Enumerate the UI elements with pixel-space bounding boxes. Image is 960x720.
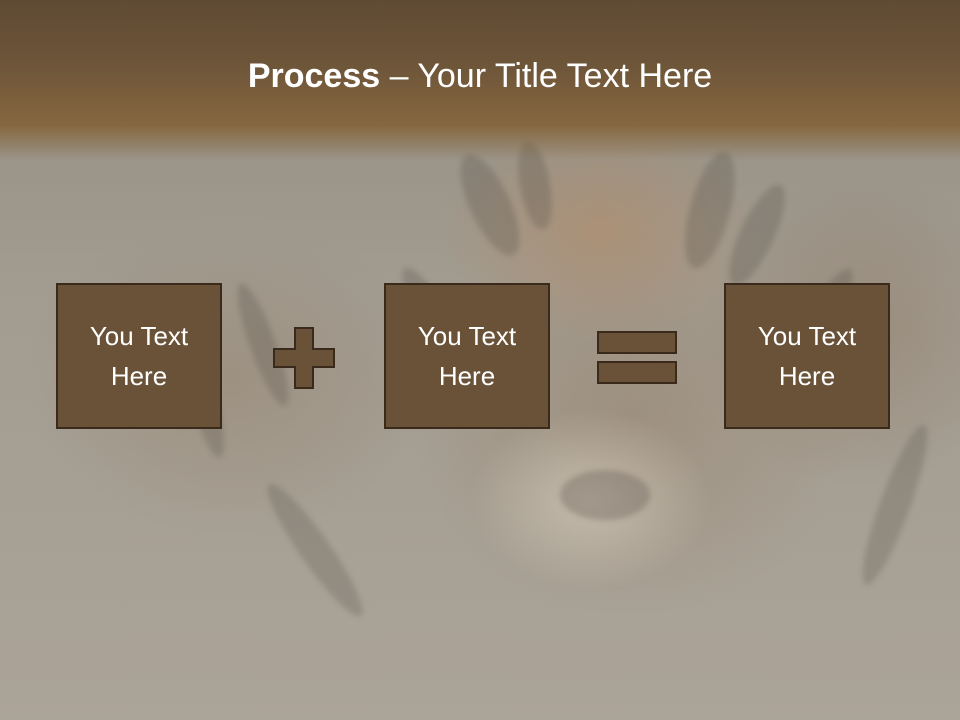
equals-icon — [597, 331, 677, 384]
title-rest: – Your Title Text Here — [380, 57, 713, 95]
process-box-1[interactable]: You Text Here — [56, 283, 222, 429]
process-box-2[interactable]: You Text Here — [384, 283, 550, 429]
process-box-3-text: You Text Here — [757, 321, 857, 391]
process-box-1-text: You Text Here — [89, 321, 189, 391]
plus-icon — [273, 327, 335, 389]
process-box-3[interactable]: You Text Here — [724, 283, 890, 429]
process-box-2-text: You Text Here — [417, 321, 517, 391]
slide-title[interactable]: Process – Your Title Text Here — [0, 52, 960, 100]
header-band — [0, 0, 960, 160]
title-bold: Process — [247, 57, 381, 95]
